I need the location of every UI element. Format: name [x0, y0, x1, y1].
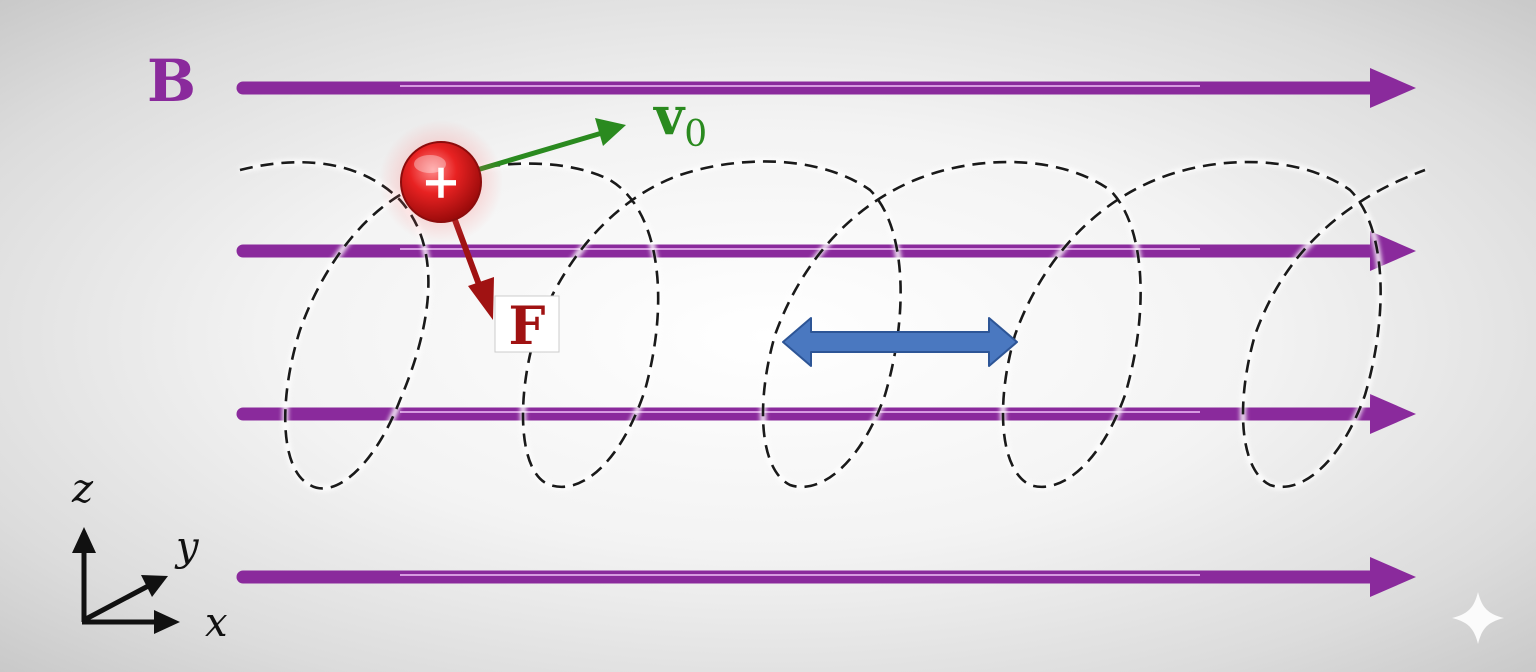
x-axis — [82, 610, 180, 634]
field-line — [234, 394, 1416, 434]
charge-sign: + — [421, 154, 461, 210]
sparkle-icon — [1452, 592, 1504, 644]
force-label-box — [494, 295, 560, 353]
field-lines — [234, 68, 1416, 597]
field-line — [234, 68, 1416, 108]
helical-path — [239, 158, 1427, 492]
field-line — [234, 557, 1416, 597]
field-label: B — [147, 47, 196, 115]
x-axis-label: x — [205, 600, 228, 646]
y-axis — [82, 575, 168, 623]
pitch-arrow — [782, 317, 1018, 367]
velocity-label: v0 — [653, 86, 707, 155]
coordinate-axes: z y x — [71, 466, 228, 646]
positive-charge: + — [379, 120, 503, 244]
force-label: F — [509, 296, 546, 357]
helix-dash — [239, 160, 1426, 490]
y-axis-label: y — [174, 524, 200, 570]
z-axis-label: z — [71, 466, 94, 512]
z-axis — [72, 527, 96, 622]
